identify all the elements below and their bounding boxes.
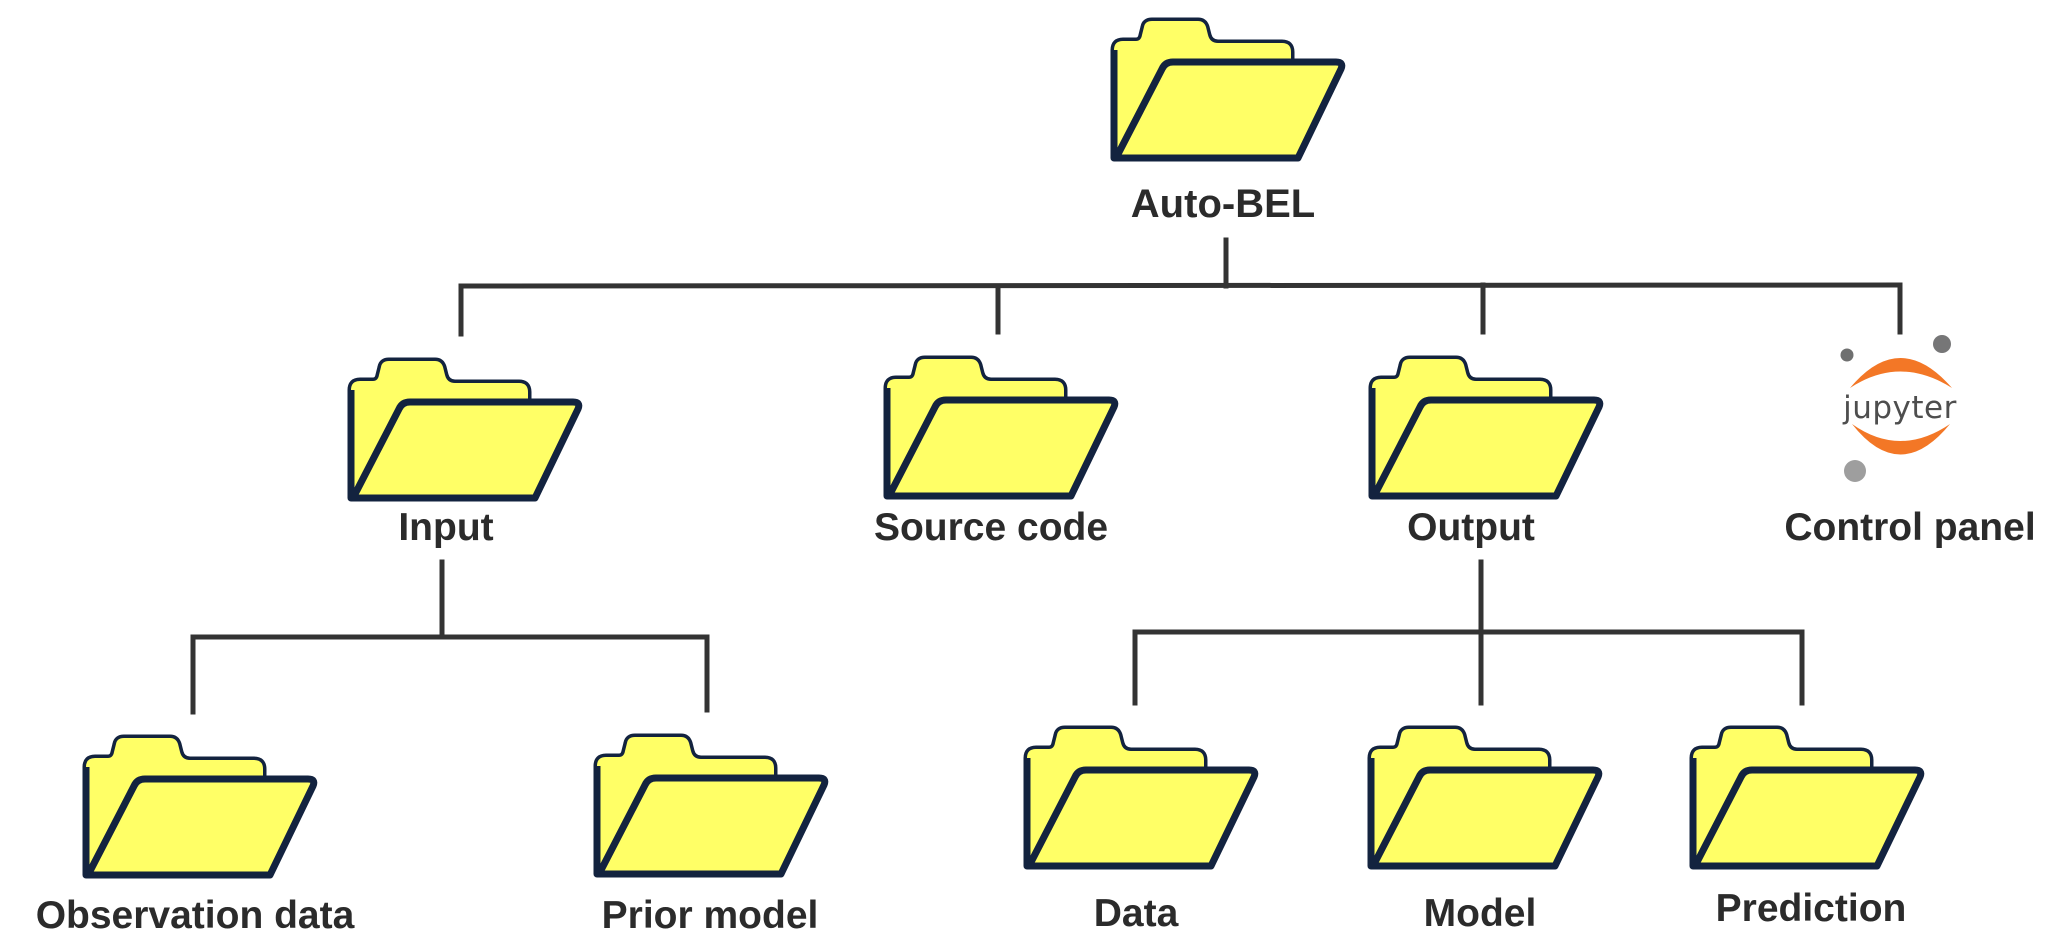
jupyter-logo[interactable]: jupyter: [1830, 330, 1970, 482]
node-label-prediction: Prediction: [1715, 887, 1907, 930]
jupyter-logo-icon: jupyter: [1840, 335, 1957, 482]
folder-open-icon: [1367, 725, 1604, 871]
folder-open-icon: [1689, 725, 1926, 871]
jupyter-arc-top: [1850, 358, 1952, 388]
node-label-data: Data: [1093, 892, 1179, 935]
node-label-prior-model: Prior model: [601, 894, 819, 937]
jupyter-moon-top-right: [1933, 335, 1951, 353]
folder-open-icon: [1368, 355, 1605, 501]
folder-open-icon: [347, 357, 584, 503]
node-label-observation-data: Observation data: [35, 894, 355, 937]
folder-icon-output[interactable]: [1368, 355, 1605, 501]
folder-icon-data[interactable]: [1023, 725, 1260, 871]
folder-icon-prediction[interactable]: [1689, 725, 1926, 871]
connector-root-bar: [458, 282, 1903, 289]
jupyter-moon-bottom: [1844, 460, 1866, 482]
folder-open-icon: [883, 355, 1120, 501]
folder-icon-observation-data[interactable]: [82, 734, 319, 880]
jupyter-moon-small: [1840, 348, 1854, 362]
folder-open-icon: [593, 733, 830, 879]
folder-open-icon: [1110, 17, 1347, 163]
folder-icon-model[interactable]: [1367, 725, 1604, 871]
jupyter-arc-bottom: [1852, 424, 1950, 455]
node-label-output: Output: [1407, 506, 1535, 549]
node-label-auto-bel: Auto-BEL: [1130, 182, 1316, 226]
folder-open-icon: [1023, 725, 1260, 871]
node-label-control-panel: Control panel: [1784, 506, 2036, 549]
folder-icon-source-code[interactable]: [883, 355, 1120, 501]
folder-icon-prior-model[interactable]: [593, 733, 830, 879]
node-label-source-code: Source code: [873, 506, 1109, 549]
node-label-input: Input: [398, 506, 494, 549]
folder-icon-input[interactable]: [347, 357, 584, 503]
folder-open-icon: [82, 734, 319, 880]
jupyter-wordmark: jupyter: [1842, 390, 1957, 426]
node-label-model: Model: [1423, 892, 1537, 935]
folder-icon-auto-bel[interactable]: [1110, 17, 1347, 163]
